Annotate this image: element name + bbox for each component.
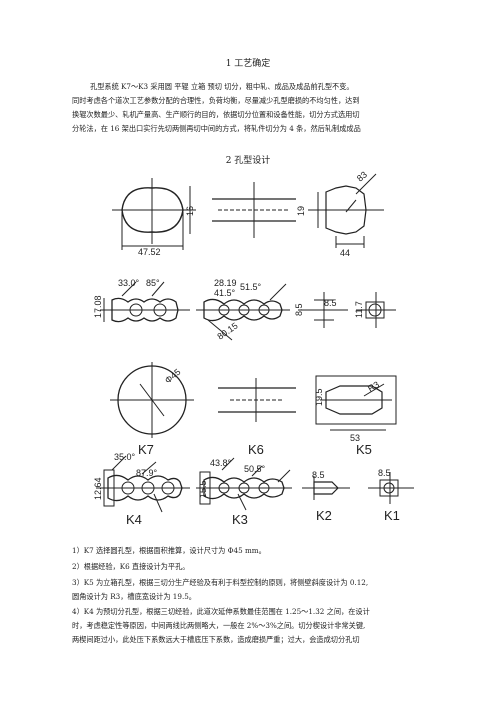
section-2-title: 2 孔型设计 [225, 156, 271, 166]
pass-label-k3: K3 [232, 512, 248, 527]
list-item: 2）根据经验，K6 直接设计为平孔。 [72, 562, 190, 571]
dim-label: 50.5° [244, 464, 266, 474]
dim-label: 12.64 [93, 477, 103, 500]
dim-label: 19 [296, 206, 306, 216]
list-item: 4）K4 为预切分孔型，根据三切经验，此道次延伸系数最佳范围在 1.25～1.3… [72, 607, 370, 616]
pass-label-k7: K7 [138, 442, 154, 457]
dim-label: 87.9° [136, 468, 158, 478]
paragraph-line: 换辊次数最少、轧机产量高、生产顺行的目的，依据切分位置和设备性能，切分方式选用切 [72, 110, 360, 119]
dim-label: 16 [185, 206, 195, 216]
list-item: 时，考虑稳定性等原因，中间两线比两侧略大，一般在 2%～3%之间。切分楔设计非常… [72, 621, 366, 630]
dim-label: 35.0° [114, 452, 136, 462]
list-item: 1）K7 选择圆孔型，根据面积推算，设计尺寸为 Φ45 mm。 [72, 546, 266, 555]
dim-label: 43.8° [210, 458, 232, 468]
dim-label: 8.5 [324, 298, 337, 308]
list-item: 两楔间距过小，此处压下系数远大于槽底压下系数，造成磨损严重；过大，会造成切分孔切 [72, 635, 360, 644]
dim-label: 51.5° [240, 282, 262, 292]
dim-label: 41.5° [214, 288, 236, 298]
pass-label-k5: K5 [356, 442, 372, 457]
dim-label: 53 [350, 433, 360, 443]
pass-label-k4: K4 [126, 512, 142, 527]
list-item: 圆角设计为 R3，槽底宽设计为 19.5。 [72, 592, 196, 601]
section-1-title: 1 工艺确定 [225, 59, 271, 69]
dim-label: R3 [366, 379, 381, 393]
paragraph-line: 孔型系统 K7～K3 采用圆 平辊 立箱 预切 切分，粗中轧、成品及成品前孔型不… [90, 82, 354, 91]
dim-label: 28.19 [214, 278, 237, 288]
dim-label: 8.5 [294, 303, 304, 316]
dim-label: 8.5 [378, 468, 391, 478]
dim-label: 47.52 [138, 247, 161, 257]
pass-label-k2: K2 [316, 508, 332, 523]
dim-label: 33.0° [118, 278, 140, 288]
dim-label: 19.5 [314, 388, 324, 406]
paragraph-line: 同时考虑各个道次工艺参数分配的合理性，负荷均衡，尽量减少孔型磨损的不均匀性，达到 [72, 96, 360, 105]
dim-label: 11.7 [354, 301, 364, 318]
section-1-paragraph: 孔型系统 K7～K3 采用圆 平辊 立箱 预切 切分，粗中轧、成品及成品前孔型不… [72, 80, 424, 136]
dim-label: 17.08 [93, 295, 103, 318]
dim-label: 8.5 [312, 470, 325, 480]
list-item: 3）K5 为立箱孔型，根据三切分生产经验及有利于料型控制的原则，将侧壁斜度设计为… [72, 578, 369, 587]
pass-label-k6: K6 [248, 442, 264, 457]
dim-label: 83 [355, 169, 369, 183]
paragraph-line: 分轮法，在 16 架出口实行先切两侧再切中间的方式，将轧件切分为 4 条，然后轧… [72, 124, 361, 133]
dim-label: 44 [340, 248, 350, 258]
pass-label-k1: K1 [384, 508, 400, 523]
dim-label: 15.5 [198, 480, 208, 498]
dim-label: 85° [146, 278, 160, 288]
